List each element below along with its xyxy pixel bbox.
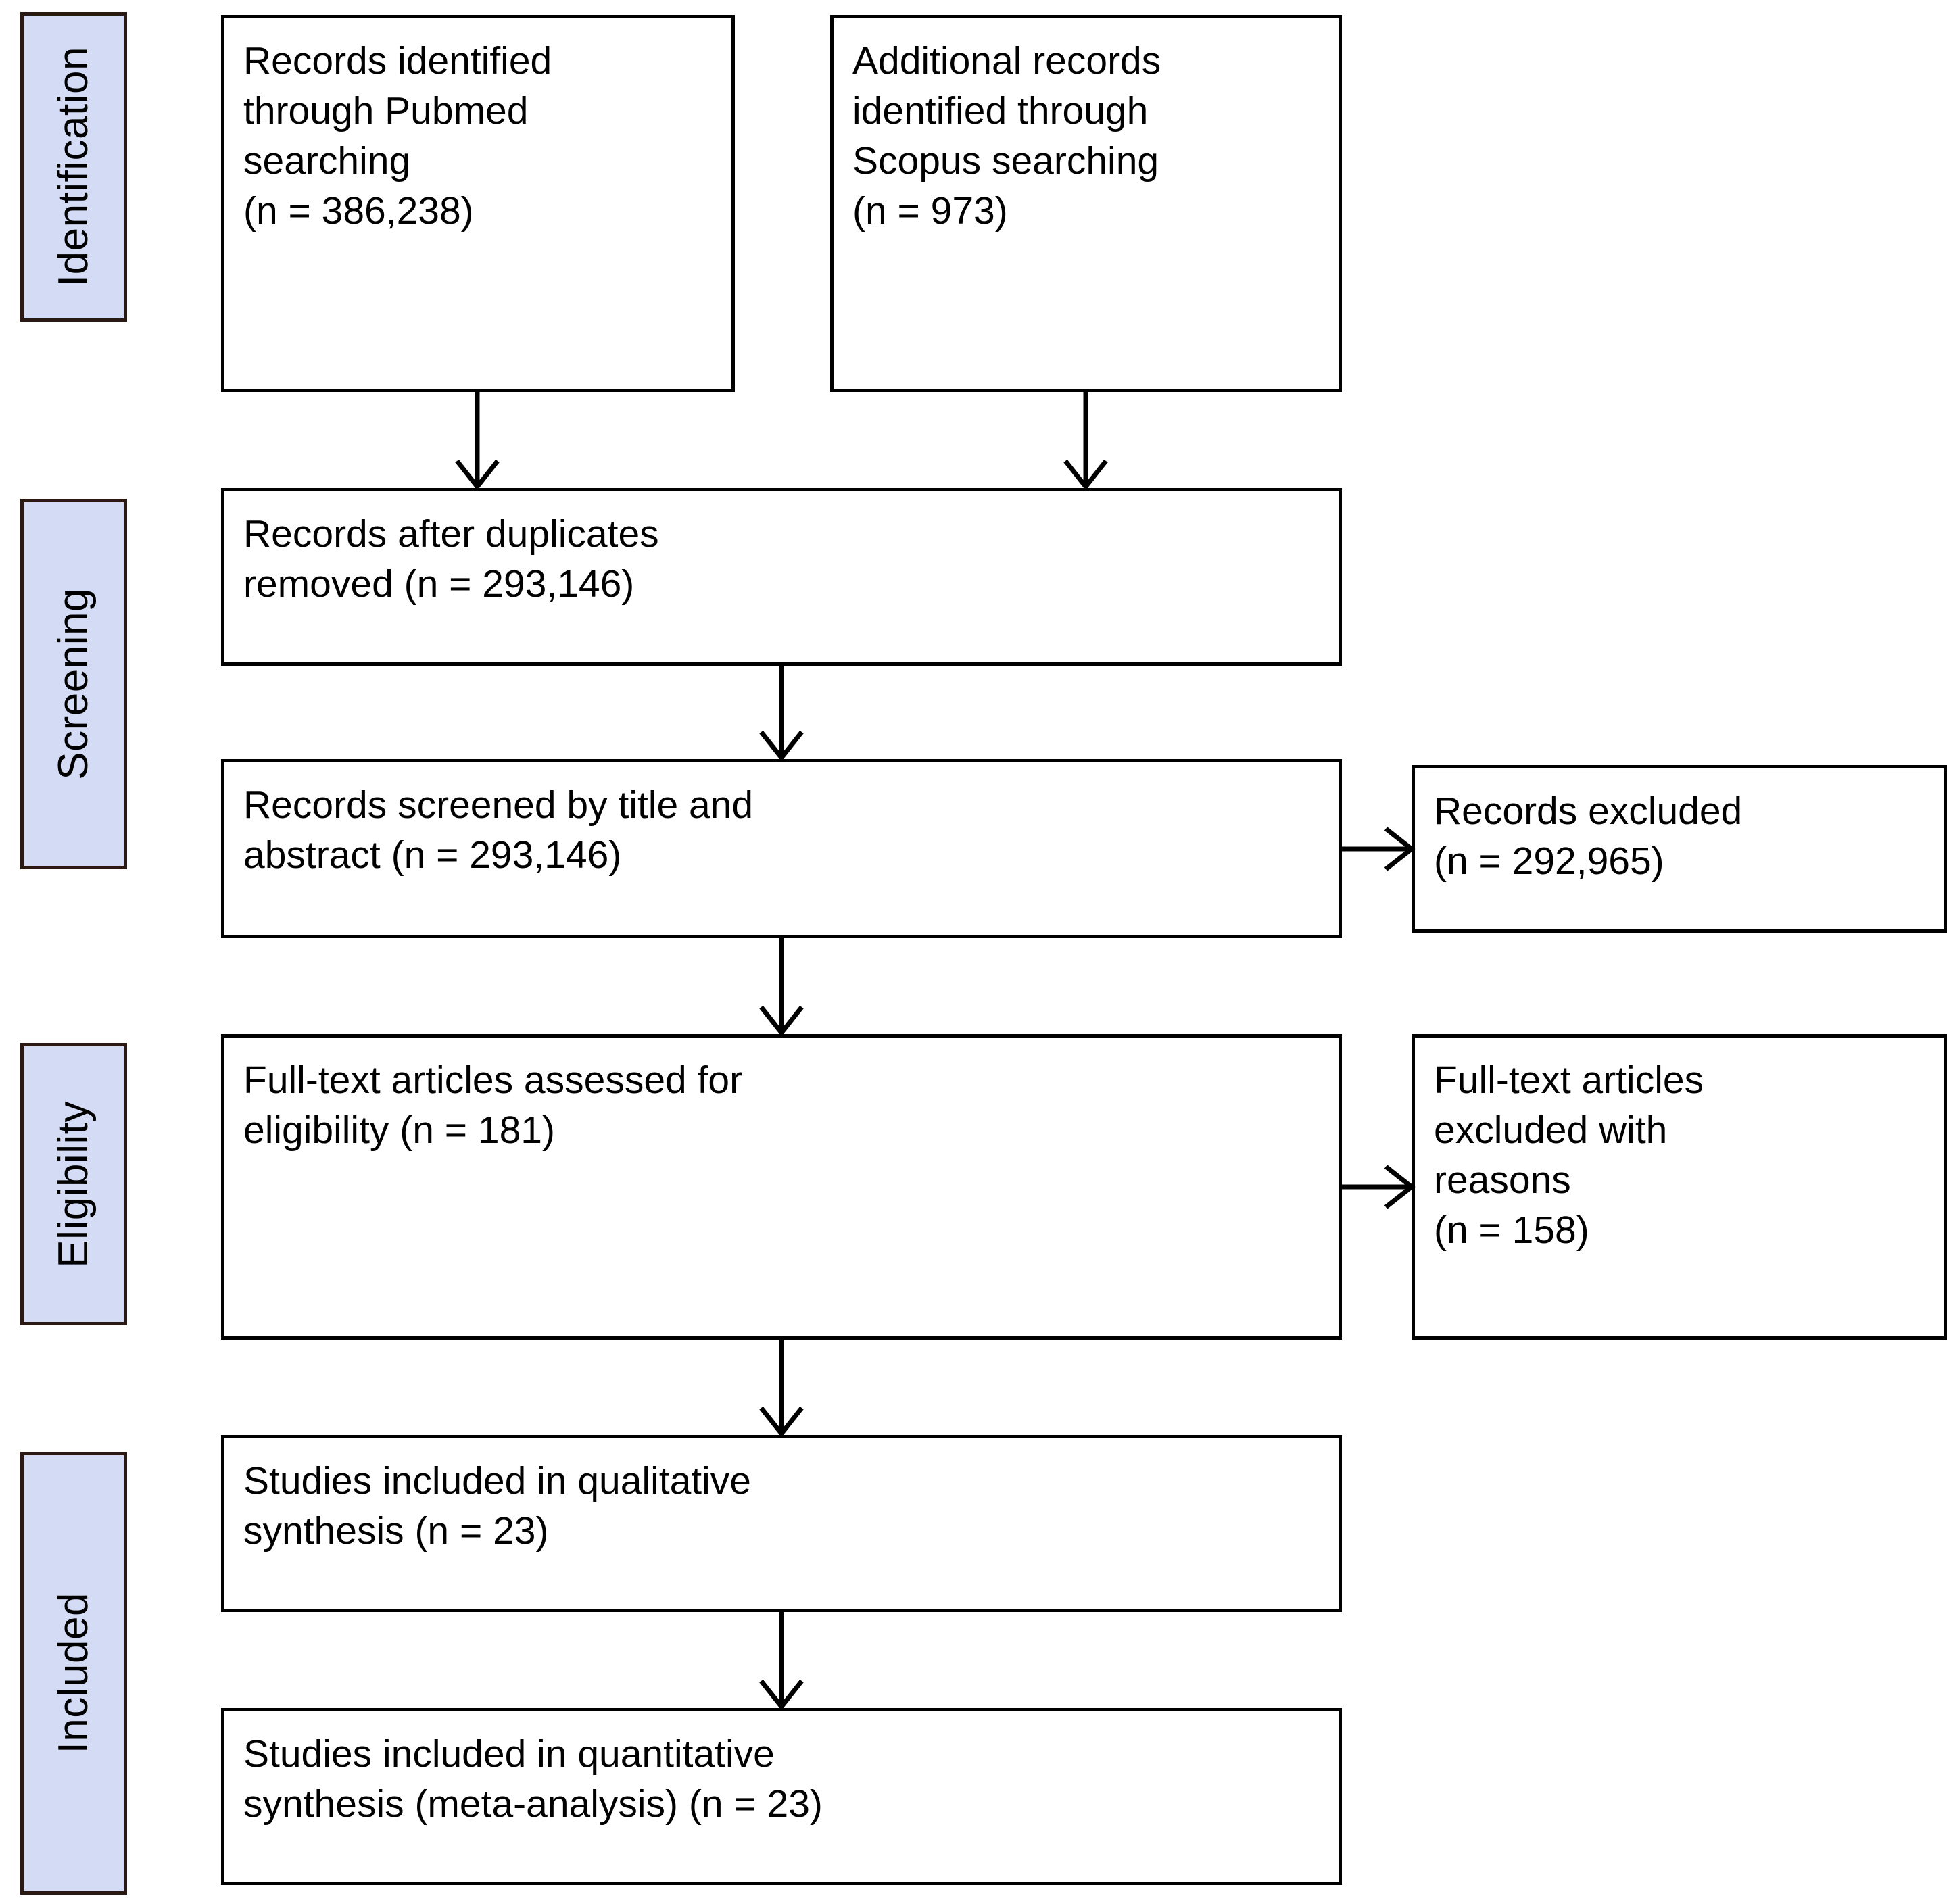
node-records-identified-pubmed: Records identified through Pubmed search… [221, 15, 735, 392]
node-studies-quantitative: Studies included in quantitative synthes… [221, 1708, 1342, 1885]
node-additional-records-scopus-text: Additional records identified through Sc… [852, 39, 1161, 233]
node-studies-qualitative: Studies included in qualitative synthesi… [221, 1435, 1342, 1612]
node-records-screened: Records screened by title and abstract (… [221, 759, 1342, 938]
node-fulltext-assessed-text: Full-text articles assessed for eligibil… [243, 1058, 743, 1152]
node-studies-qualitative-text: Studies included in qualitative synthesi… [243, 1459, 751, 1553]
node-fulltext-assessed: Full-text articles assessed for eligibil… [221, 1034, 1342, 1340]
stage-label-included: Included [20, 1452, 127, 1895]
node-records-after-duplicates-removed: Records after duplicates removed (n = 29… [221, 488, 1342, 666]
stage-label-screening: Screening [20, 499, 127, 869]
stage-label-identification: Identification [20, 12, 127, 322]
node-records-excluded-text: Records excluded (n = 292,965) [1434, 789, 1743, 883]
node-additional-records-scopus: Additional records identified through Sc… [830, 15, 1342, 392]
stage-label-eligibility: Eligibility [20, 1043, 127, 1325]
node-records-screened-text: Records screened by title and abstract (… [243, 783, 754, 877]
node-fulltext-excluded-text: Full-text articles excluded with reasons… [1434, 1058, 1704, 1252]
node-records-identified-pubmed-text: Records identified through Pubmed search… [243, 39, 552, 233]
node-studies-quantitative-text: Studies included in quantitative synthes… [243, 1732, 823, 1826]
node-fulltext-excluded: Full-text articles excluded with reasons… [1412, 1034, 1947, 1340]
node-records-after-duplicates-removed-text: Records after duplicates removed (n = 29… [243, 512, 659, 606]
